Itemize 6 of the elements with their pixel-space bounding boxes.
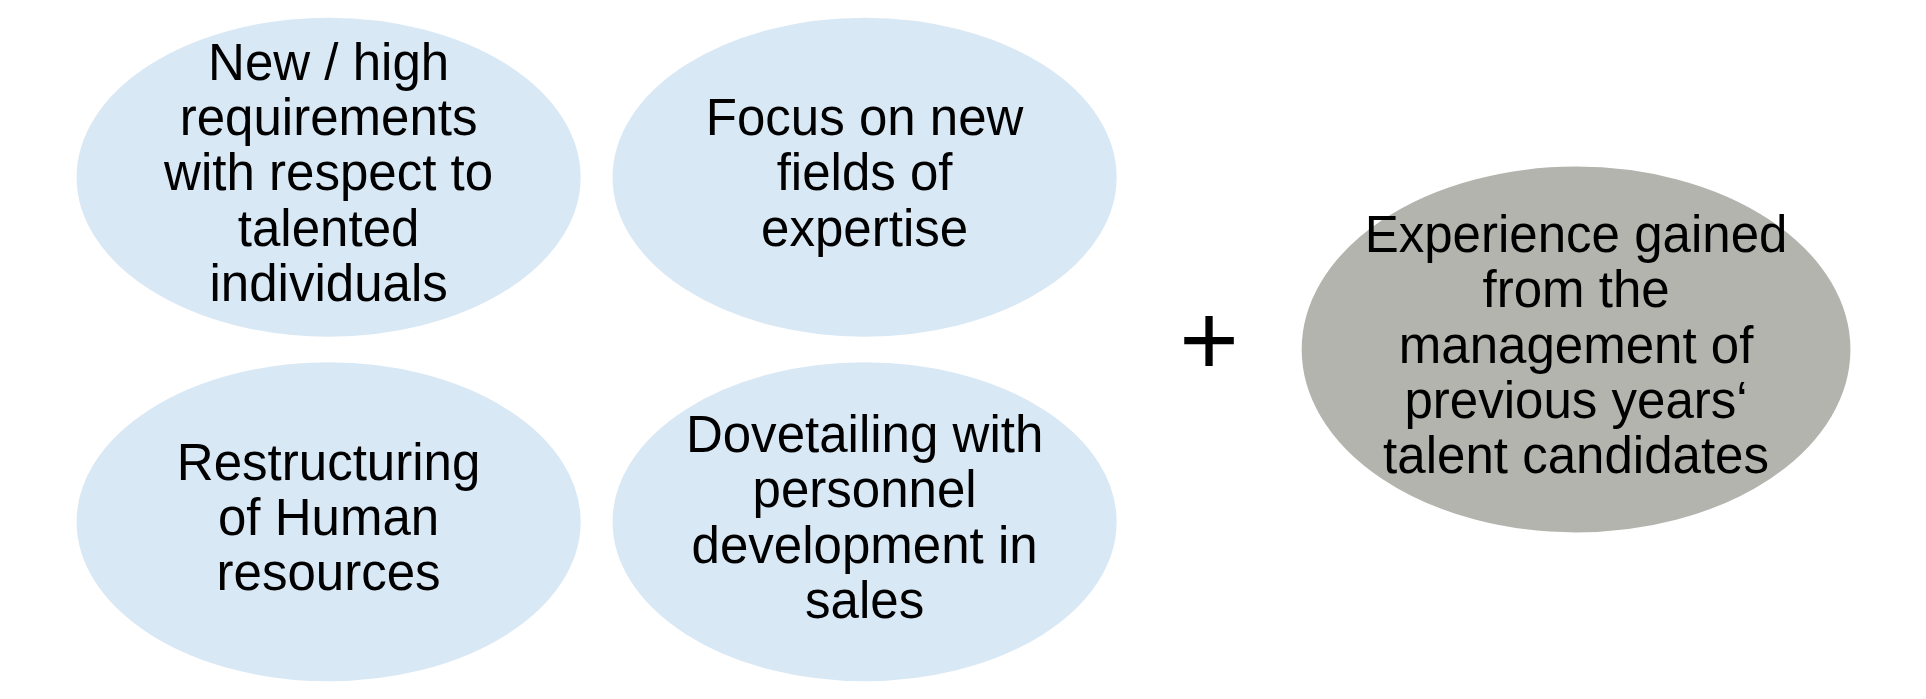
node-ellipse: Focus on new fields of expertise [609,15,1119,339]
node-ellipse: New / high requirements with respect to talented individuals [73,15,583,339]
node-ellipse: Restructuring of Human resources [73,360,583,684]
node-ellipse: Dovetailing with personnel development in sales [609,360,1119,684]
node-ellipse: Experience gained from the management of previous years‘ talent candidates [1299,164,1853,535]
label: + [1178,282,1239,397]
